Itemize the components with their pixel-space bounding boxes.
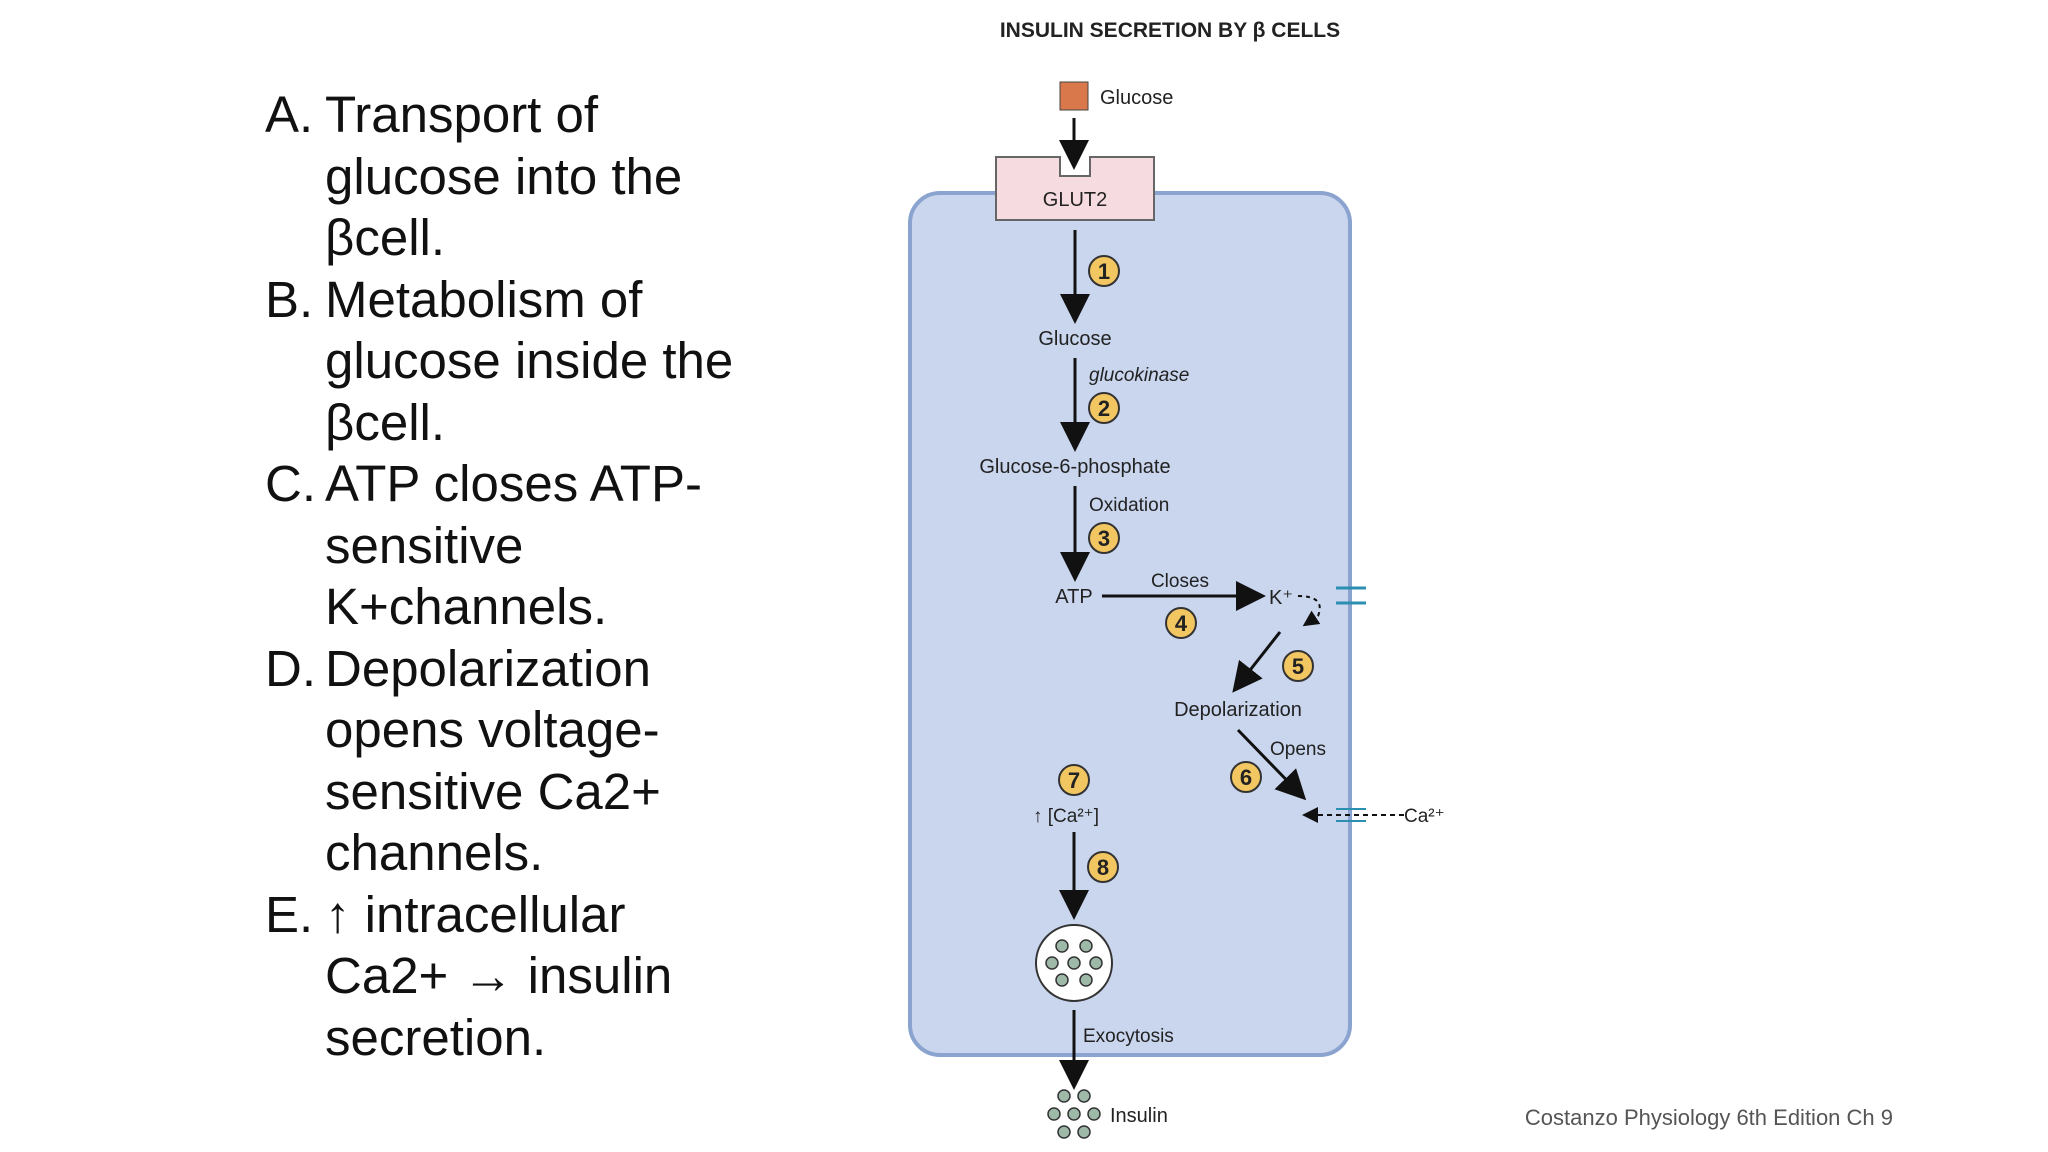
- glucose-square-icon: [1059, 81, 1089, 111]
- step-letter: B.: [265, 270, 314, 328]
- potassium-label: K⁺: [1269, 587, 1293, 609]
- opens-label: Opens: [1270, 739, 1326, 760]
- step-letter: E.: [265, 885, 314, 943]
- glucose-inside-label: Glucose: [1038, 328, 1111, 350]
- insulin-granules-icon: [1047, 1089, 1101, 1139]
- glucose-outside-label: Glucose: [1100, 87, 1173, 109]
- badge-2-number: 2: [1098, 396, 1110, 421]
- beta-cell: [910, 193, 1350, 1055]
- badge-3-number: 3: [1098, 526, 1110, 551]
- badge-5: [1282, 650, 1314, 682]
- calcium-inside-label: ↑ [Ca²⁺]: [1033, 806, 1099, 827]
- atp-label: ATP: [1055, 586, 1092, 608]
- step-text: ↑ intracellular Ca2+ → insulin secretion…: [325, 885, 673, 1066]
- closes-label: Closes: [1151, 571, 1209, 592]
- badge-2: [1088, 392, 1120, 424]
- badge-6-number: 6: [1240, 765, 1252, 790]
- diagram-title: INSULIN SECRETION BY β CELLS: [1000, 19, 1340, 42]
- step-text: Transport of glucose into the βcell.: [325, 86, 683, 266]
- badge-4: [1165, 607, 1197, 639]
- step-text: Depolarization opens voltage- sensitive …: [325, 639, 661, 882]
- badge-6: [1230, 761, 1262, 793]
- badge-1: [1088, 255, 1120, 287]
- badge-8: [1087, 851, 1119, 883]
- badge-1-number: 1: [1098, 259, 1110, 284]
- arrow-step-6: [1236, 728, 1307, 801]
- step-letter: A.: [265, 86, 314, 143]
- glut2-label: GLUT2: [1043, 189, 1107, 211]
- step-list: A. Transport of glucose into the βcell. …: [265, 84, 785, 1068]
- exocytosis-label: Exocytosis: [1083, 1026, 1174, 1047]
- glucokinase-label: glucokinase: [1089, 365, 1189, 386]
- potassium-efflux-arrow: [1297, 595, 1321, 627]
- step-letter: C.: [265, 455, 316, 512]
- step-d: D. Depolarization opens voltage- sensiti…: [265, 638, 785, 884]
- insulin-label: Insulin: [1110, 1105, 1168, 1127]
- badge-7: [1058, 764, 1090, 796]
- insulin-vesicle-icon: [1035, 924, 1113, 1002]
- step-letter: D.: [265, 639, 316, 697]
- step-c: C. ATP closes ATP- sensitive K+channels.: [265, 453, 785, 638]
- badge-3: [1088, 522, 1120, 554]
- badge-5-number: 5: [1292, 654, 1304, 679]
- step-text: Metabolism of glucose inside the βcell.: [325, 270, 734, 451]
- step-a: A. Transport of glucose into the βcell.: [265, 84, 785, 269]
- step-e: E. ↑ intracellular Ca2+ → insulin secret…: [265, 884, 785, 1069]
- badge-7-number: 7: [1068, 768, 1080, 793]
- arrow-step-5: [1232, 631, 1282, 693]
- oxidation-label: Oxidation: [1089, 495, 1169, 516]
- badge-4-number: 4: [1175, 611, 1188, 636]
- step-text: ATP closes ATP- sensitive K+channels.: [325, 455, 702, 635]
- depolarization-label: Depolarization: [1174, 699, 1302, 721]
- badge-8-number: 8: [1097, 855, 1109, 880]
- calcium-outside-label: Ca²⁺: [1404, 806, 1445, 827]
- step-b: B. Metabolism of glucose inside the βcel…: [265, 269, 785, 454]
- source-credit: Costanzo Physiology 6th Edition Ch 9: [1524, 1105, 1893, 1130]
- g6p-label: Glucose-6-phosphate: [979, 456, 1170, 478]
